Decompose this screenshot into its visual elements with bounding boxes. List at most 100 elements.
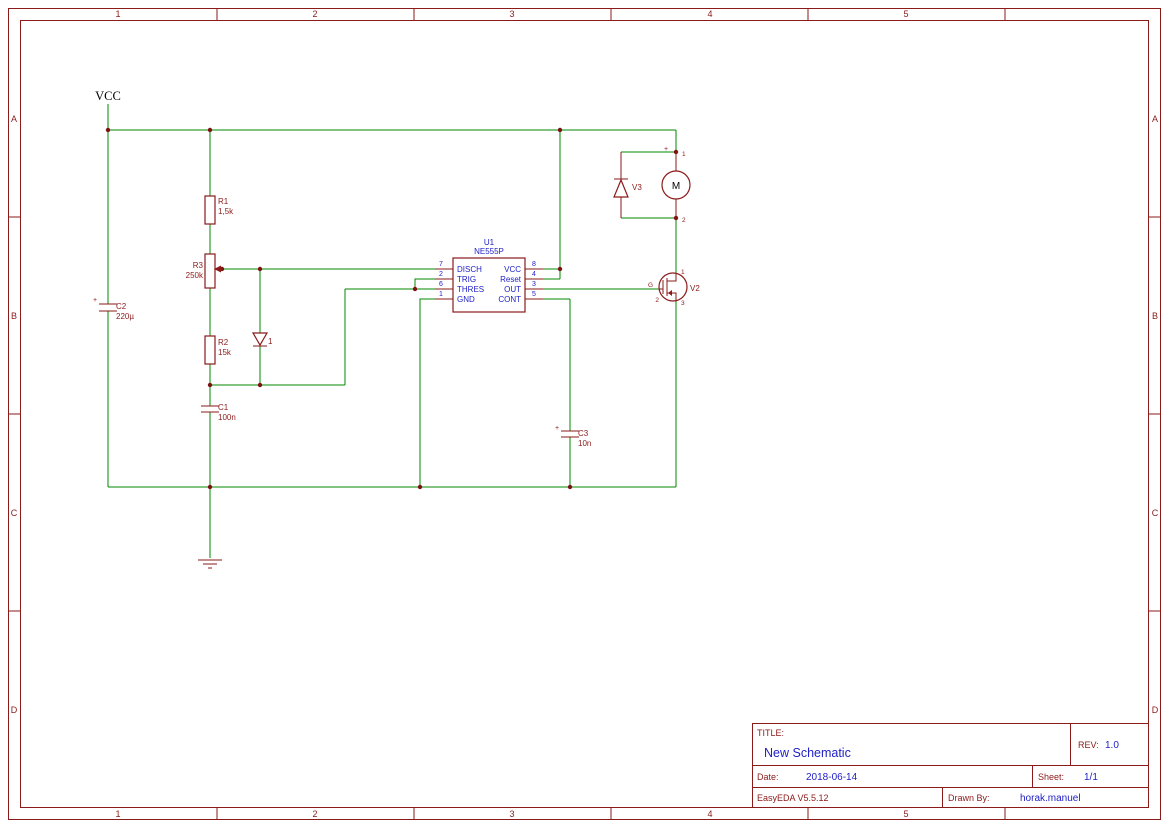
c3-ref-label[interactable]: C3 [578,429,589,438]
r1-value-label[interactable]: 1,5k [218,207,234,216]
ruler-row-label: B [1152,311,1158,321]
component-r1[interactable]: R1 1,5k [204,195,234,225]
ic-pin-name: CONT [498,295,521,304]
vcc-netflag[interactable]: VCC [95,89,121,103]
ruler-row-label: A [1152,114,1158,124]
c1-ref-label[interactable]: C1 [218,403,229,412]
ic-pin-number: 2 [439,271,443,278]
u1-part-label[interactable]: NE555P [474,247,504,256]
junction-dot [105,127,111,133]
junction-dot [557,266,563,272]
mosfet-pin1-number: 1 [681,269,685,276]
junction-dot [257,382,263,388]
ic-pin-name: DISCH [457,265,482,274]
component-r2[interactable]: R2 15k [204,335,232,365]
ic-pin-number: 6 [439,281,443,288]
c2-ref-label[interactable]: C2 [116,302,127,311]
r3-value-label[interactable]: 250k [186,271,204,280]
v3-ref-label[interactable]: V3 [632,183,642,192]
frame-inner-border [20,20,1149,808]
component-v3-diode[interactable]: V3 [613,152,642,218]
motor-m-label: M [672,181,680,192]
ruler-column-label: 1 [115,809,120,819]
ruler-row-label: C [11,508,18,518]
ic-pin-number: 1 [439,291,443,298]
wire-segment[interactable] [419,298,435,487]
c1-value-label[interactable]: 100n [218,413,236,422]
ic-pin-name: THRES [457,285,484,294]
date-value[interactable]: 2018-06-14 [806,772,858,783]
ic-body [452,257,526,313]
junction-dot [207,127,213,133]
title-label: TITLE: [757,728,784,738]
polarity-plus-mark: + [93,297,97,304]
junction-dot [257,266,263,272]
wiper-arrow [214,265,221,273]
r2-ref-label[interactable]: R2 [218,338,229,347]
tool-version: EasyEDA V5.5.12 [757,793,829,803]
drawn-by-label: Drawn By: [948,793,990,803]
component-u1-ne555[interactable]: U1 NE555P 7 2 6 1 8 4 3 5 DISCH TRIG THR… [435,238,543,313]
rev-value[interactable]: 1.0 [1105,740,1119,751]
ruler-row-label: B [11,311,17,321]
ruler-column-label: 3 [509,9,514,19]
mosfet-body [658,272,688,302]
vcc-label[interactable]: VCC [95,89,121,103]
ic-pin-name: GND [457,295,475,304]
u1-ref-label[interactable]: U1 [484,238,495,247]
component-r3[interactable]: R3 250k [186,253,222,289]
ruler-column-label: 2 [312,809,317,819]
component-c3[interactable]: + C3 10n [555,425,591,448]
component-v2-mosfet[interactable]: G 1 2 3 V2 [648,269,700,307]
d1-ref-label[interactable]: 1 [268,337,273,346]
ic-pin-name: VCC [504,265,521,274]
diode-triangle [251,332,269,347]
component-d1-diode[interactable]: 1 [251,332,273,347]
ic-pin-number: 3 [532,281,536,288]
ruler-column-label: 5 [903,9,908,19]
r3-ref-label[interactable]: R3 [193,261,204,270]
r2-value-label[interactable]: 15k [218,348,232,357]
ruler-column-label: 1 [115,9,120,19]
mosfet-pin2-number: 2 [655,297,659,304]
resistor-body [204,335,216,365]
resistor-body [204,195,216,225]
c2-value-label[interactable]: 220µ [116,312,134,321]
sheet-value[interactable]: 1/1 [1084,772,1098,783]
ic-pin-number: 4 [532,271,536,278]
diode-triangle [613,178,629,198]
mosfet-pin3-number: 3 [681,300,685,307]
r1-ref-label[interactable]: R1 [218,197,229,206]
ruler-column-label: 5 [903,809,908,819]
polarity-plus-mark: + [664,146,668,153]
junction-dot [412,286,418,292]
ground-symbol[interactable] [198,559,222,569]
sheet-label: Sheet: [1038,772,1064,782]
ruler-column-label: 3 [509,809,514,819]
component-motor[interactable]: M + 1 2 [661,146,691,224]
motor-pin1-number: 1 [682,151,686,158]
ruler-column-label: 4 [707,809,712,819]
junction-dot [207,382,213,388]
motor-body [661,170,691,200]
wire-segment[interactable] [414,278,435,289]
component-c1[interactable]: C1 100n [201,403,236,422]
schematic-title[interactable]: New Schematic [764,746,851,760]
drawn-by-value[interactable]: horak.manuel [1020,793,1081,804]
ruler-column-label: 4 [707,9,712,19]
component-c2[interactable]: + C2 220µ [93,297,134,321]
ruler-row-label: D [11,705,18,715]
ic-pin-number: 8 [532,261,536,268]
ic-pin-name: OUT [504,285,521,294]
c3-value-label[interactable]: 10n [578,439,591,448]
junctions [105,127,679,490]
ruler-column-label: 2 [312,9,317,19]
resistor-body [204,253,216,289]
v2-ref-label[interactable]: V2 [690,284,700,293]
rev-label: REV: [1078,740,1099,750]
motor-pin2-number: 2 [682,217,686,224]
title-block: TITLE: New Schematic REV: 1.0 Date: 2018… [752,723,1149,808]
ruler-row-label: D [1152,705,1159,715]
